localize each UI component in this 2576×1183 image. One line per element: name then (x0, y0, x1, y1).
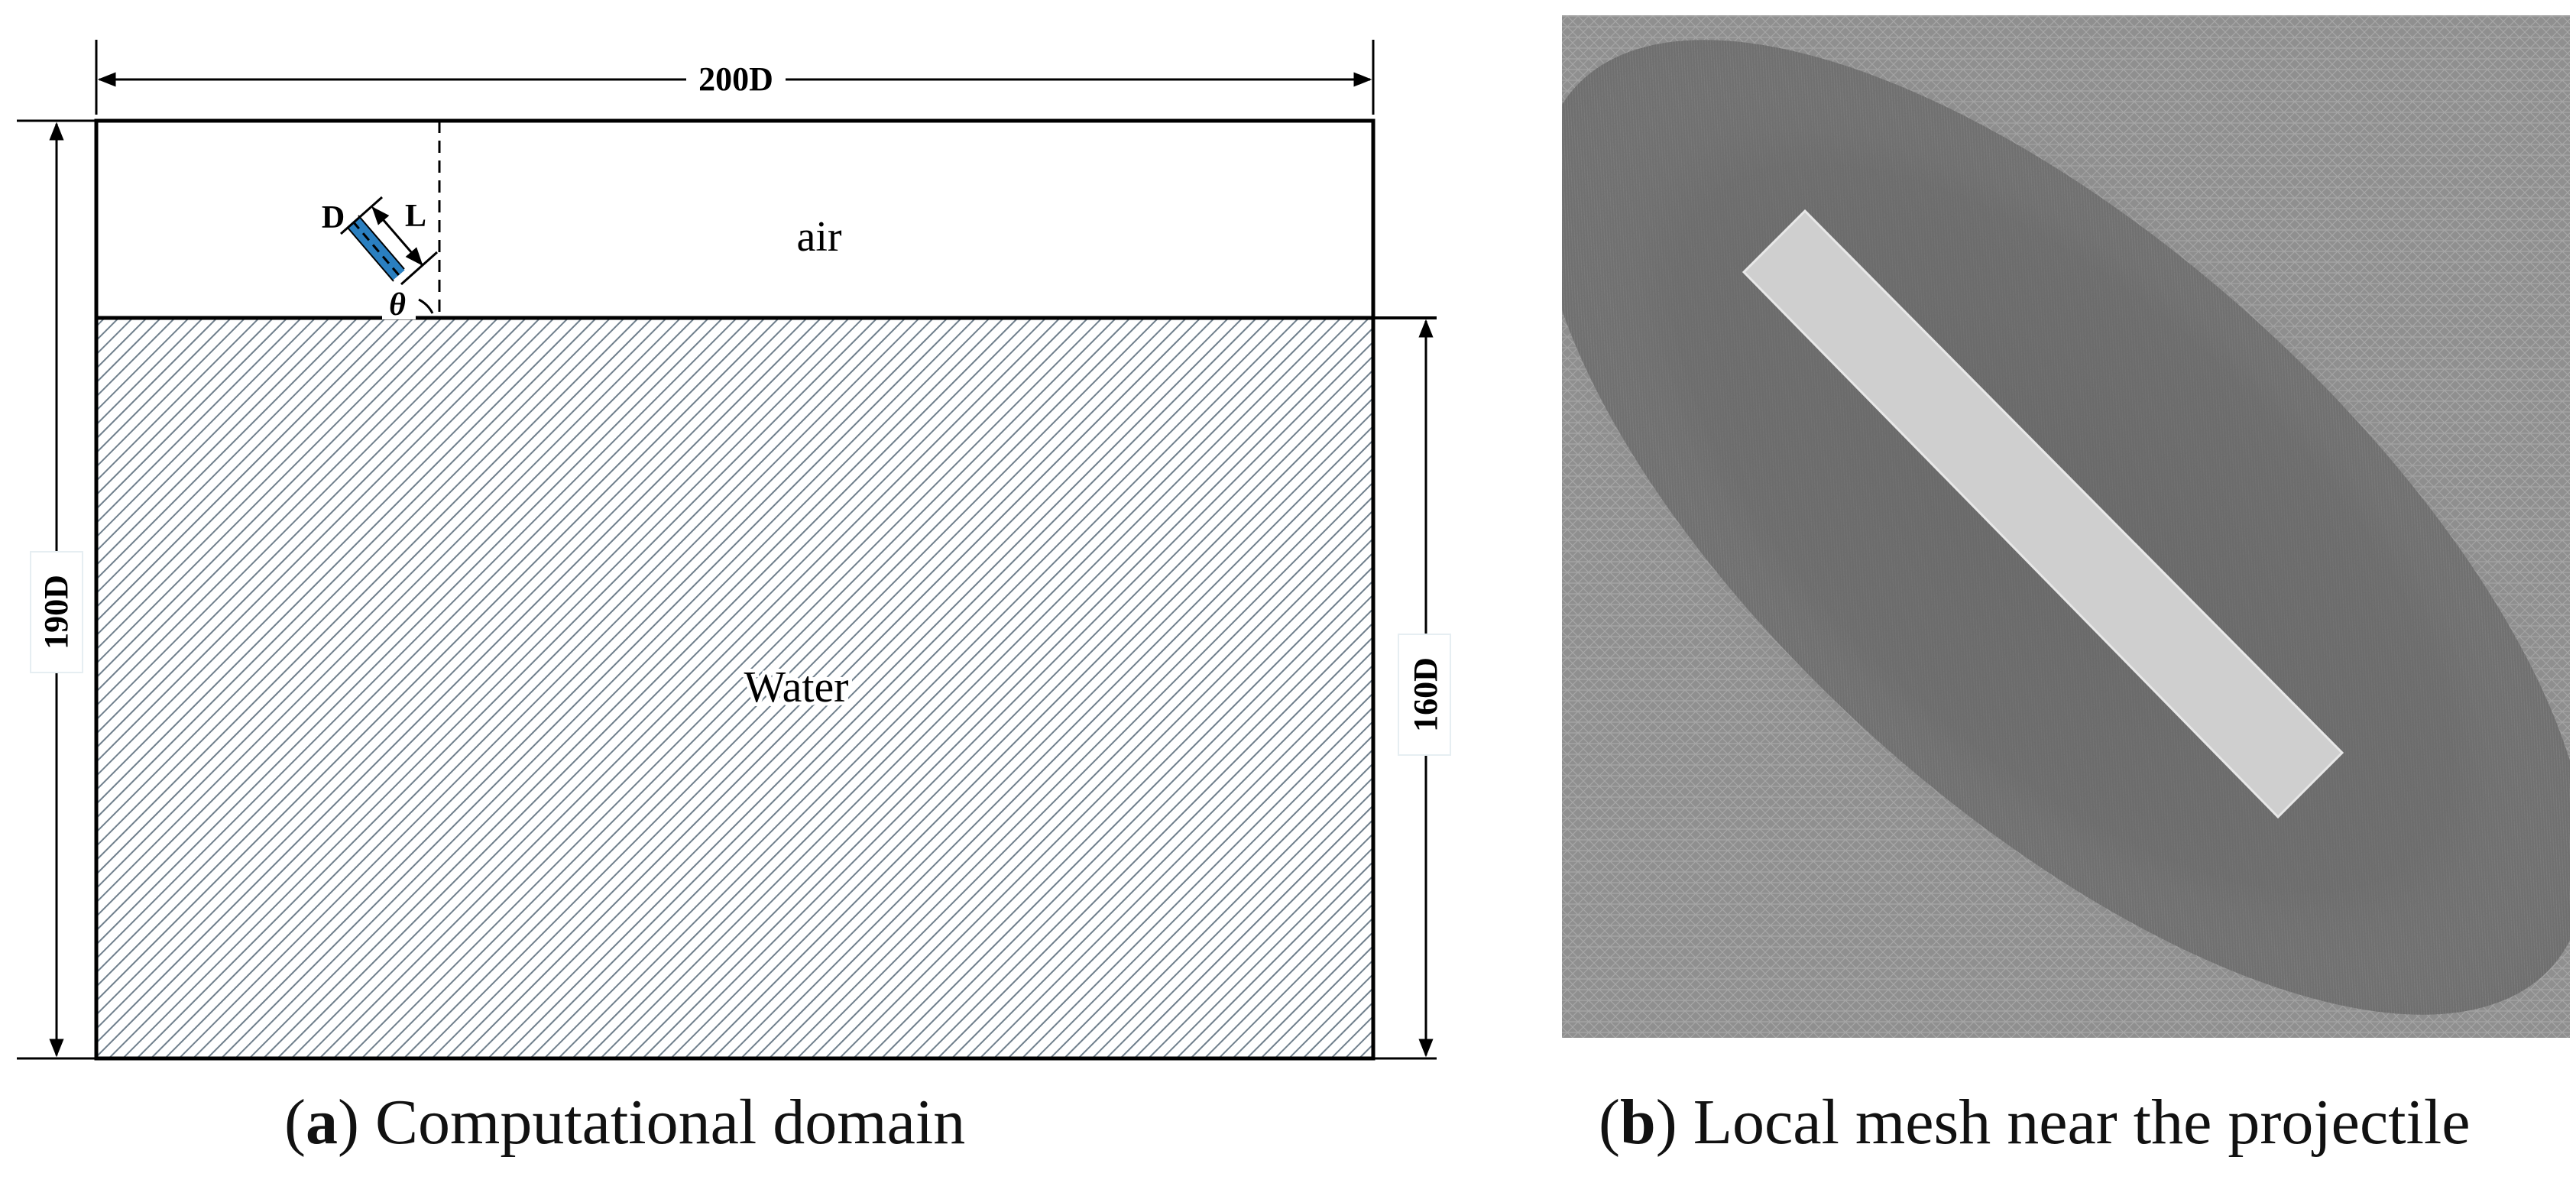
angle-label: θ (389, 287, 406, 322)
height-label: 190D (37, 575, 75, 650)
caption-b-letter: b (1619, 1087, 1656, 1158)
air-label: air (796, 213, 841, 261)
panel-b-local-mesh (1562, 15, 2570, 1038)
diameter-tick (340, 196, 383, 235)
angle-arc (418, 298, 434, 314)
projectile-mesh-body (1742, 209, 2344, 819)
length-extension (400, 251, 438, 286)
water-label: Water (744, 662, 848, 711)
panel-a-computational-domain: 200D 190D 160D air Water D (17, 40, 1451, 1061)
water-depth-label: 160D (1407, 657, 1444, 732)
projectile-sketch: D L θ (322, 196, 438, 322)
length-dimension-arrow (371, 206, 423, 266)
height-label-bg (30, 551, 83, 673)
caption-a-text: Computational domain (358, 1087, 966, 1158)
water-depth-label-bg (1398, 634, 1451, 756)
caption-panel-a: (a) Computational domain (284, 1087, 966, 1158)
diameter-label: D (322, 200, 345, 235)
projectile-outline-a (347, 227, 394, 282)
caption-a-letter: a (305, 1087, 338, 1158)
length-label: L (405, 199, 426, 234)
caption-b-text: Local mesh near the projectile (1677, 1087, 2471, 1158)
width-label-bg (686, 63, 786, 96)
angle-label-bg (382, 289, 416, 319)
width-label: 200D (698, 60, 773, 98)
air-region (94, 118, 1375, 320)
water-region (94, 316, 1375, 1061)
caption-panel-b: (b) Local mesh near the projectile (1599, 1087, 2471, 1158)
